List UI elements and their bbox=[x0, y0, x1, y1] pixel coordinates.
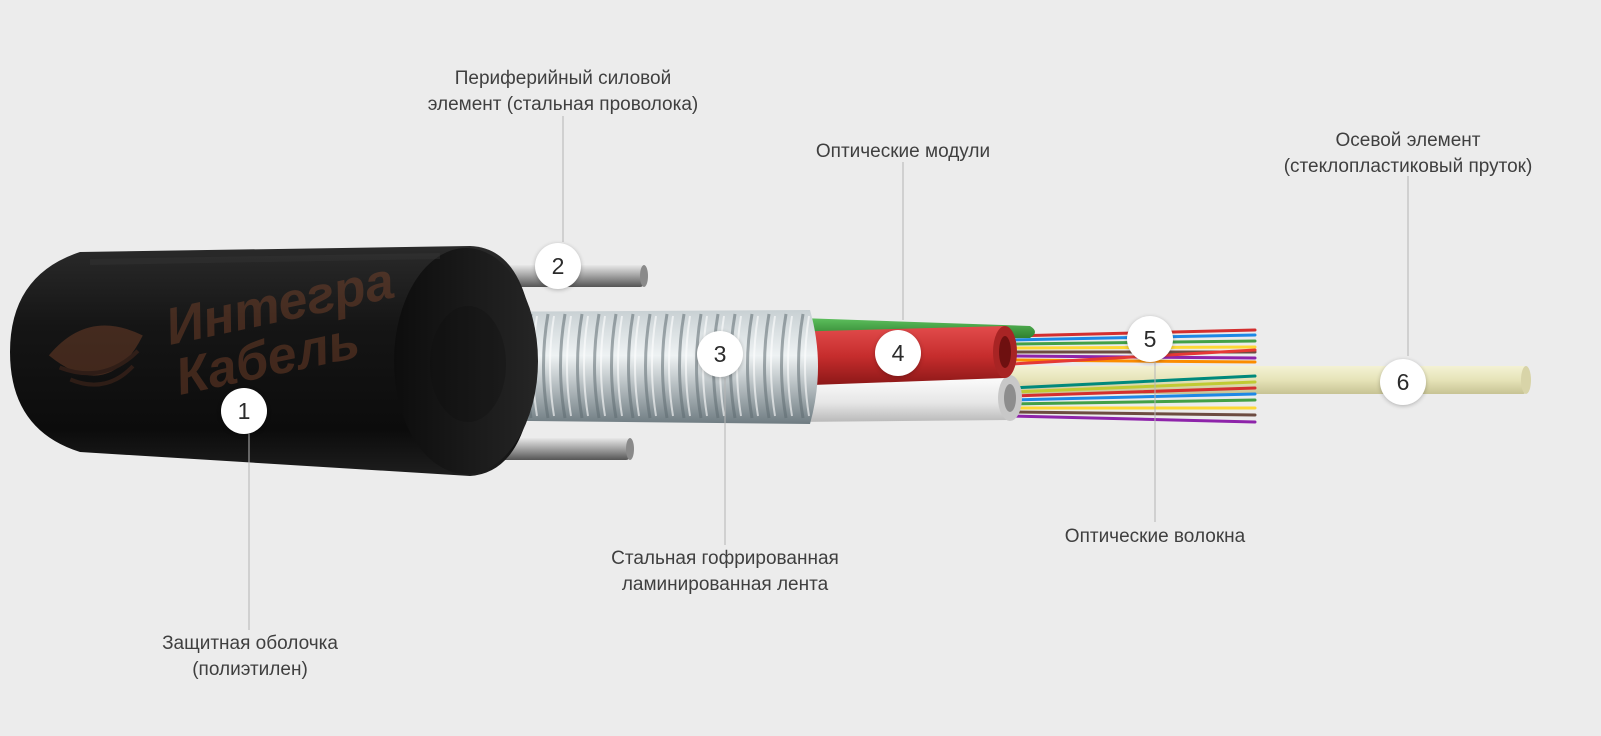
label-line: Стальная гофрированная bbox=[611, 548, 839, 569]
component-marker-5: 5 bbox=[1127, 316, 1173, 362]
label-line: ламинированная лента bbox=[621, 574, 829, 595]
optical-modules bbox=[785, 318, 1035, 422]
label-steel-tape: Стальная гофрированная ламинированная ле… bbox=[585, 546, 865, 598]
label-line: Оптические модули bbox=[815, 141, 991, 162]
component-marker-6: 6 bbox=[1380, 359, 1426, 405]
label-line: Осевой элемент bbox=[1335, 130, 1481, 151]
optical-fibers bbox=[1010, 328, 1257, 424]
label-line: (полиэтилен) bbox=[192, 659, 308, 680]
label-optical-modules: Оптические модули bbox=[793, 139, 1013, 165]
component-marker-4: 4 bbox=[875, 330, 921, 376]
label-line: Периферийный силовой bbox=[454, 68, 672, 89]
watermark-logo-icon bbox=[48, 325, 143, 387]
label-central-rod: Осевой элемент (стеклопластиковый пруток… bbox=[1268, 128, 1548, 180]
leader-lines bbox=[248, 116, 1409, 630]
label-line: (стеклопластиковый пруток) bbox=[1283, 156, 1533, 177]
component-marker-2: 2 bbox=[535, 243, 581, 289]
label-line: элемент (стальная проволока) bbox=[427, 94, 699, 115]
component-marker-1: 1 bbox=[221, 388, 267, 434]
component-marker-3: 3 bbox=[697, 331, 743, 377]
protective-jacket bbox=[10, 246, 538, 476]
label-steel-wire: Периферийный силовой элемент (стальная п… bbox=[413, 66, 713, 118]
label-optical-fibers: Оптические волокна bbox=[1045, 524, 1265, 550]
label-protective-jacket: Защитная оболочка (полиэтилен) bbox=[130, 631, 370, 683]
label-line: Защитная оболочка bbox=[162, 633, 338, 654]
label-line: Оптические волокна bbox=[1064, 526, 1246, 547]
